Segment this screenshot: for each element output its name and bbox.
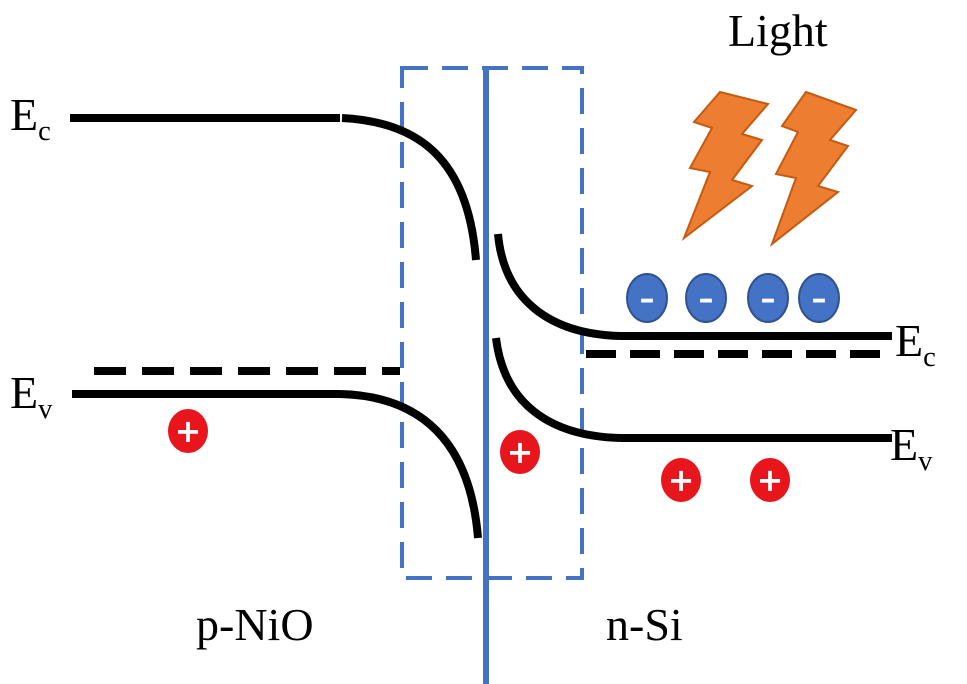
light-label: Light — [728, 5, 828, 56]
ev-label-left: Ev — [10, 366, 52, 426]
ec-left-bend — [341, 114, 480, 261]
hole-icon: + — [168, 409, 208, 453]
electron-icon: – — [747, 273, 789, 323]
hole-symbol: + — [507, 433, 534, 471]
ev-right-bend — [492, 337, 621, 442]
p-nio-label: p-NiO — [196, 599, 314, 650]
electron-symbol: – — [761, 282, 776, 317]
electron-icon: – — [626, 273, 668, 323]
ev-label-right-sub: v — [918, 445, 933, 477]
hole-icon: + — [750, 458, 790, 502]
hole-symbol: + — [757, 461, 784, 499]
ev-label-left-main: E — [10, 367, 39, 418]
ec-label-left-main: E — [10, 89, 39, 140]
electron-symbol: – — [640, 282, 655, 317]
electron-icon: – — [685, 273, 727, 323]
hole-icon: + — [661, 458, 701, 502]
n-si-label: n-Si — [606, 599, 683, 650]
ev-label-left-sub: v — [38, 393, 53, 425]
hole-symbol: + — [668, 461, 695, 499]
ec-label-left-sub: c — [38, 115, 51, 147]
ec-label-right-sub: c — [923, 341, 936, 373]
ev-left-bend — [339, 390, 482, 539]
ec-label-right-main: E — [895, 315, 924, 366]
ev-label-right-main: E — [890, 419, 919, 470]
hole-symbol: + — [175, 412, 202, 450]
ec-label-left: Ec — [10, 88, 51, 148]
electron-icon: – — [798, 273, 840, 323]
lightning-bolt-icon — [681, 90, 770, 241]
ec-label-right: Ec — [895, 314, 936, 374]
depletion-region-box — [400, 66, 584, 580]
ev-label-right: Ev — [890, 418, 932, 478]
electron-symbol: – — [699, 282, 714, 317]
electron-symbol: – — [812, 282, 827, 317]
lightning-bolt-icon — [769, 90, 858, 247]
hole-icon: + — [500, 430, 540, 474]
ec-right-bend — [494, 233, 621, 340]
